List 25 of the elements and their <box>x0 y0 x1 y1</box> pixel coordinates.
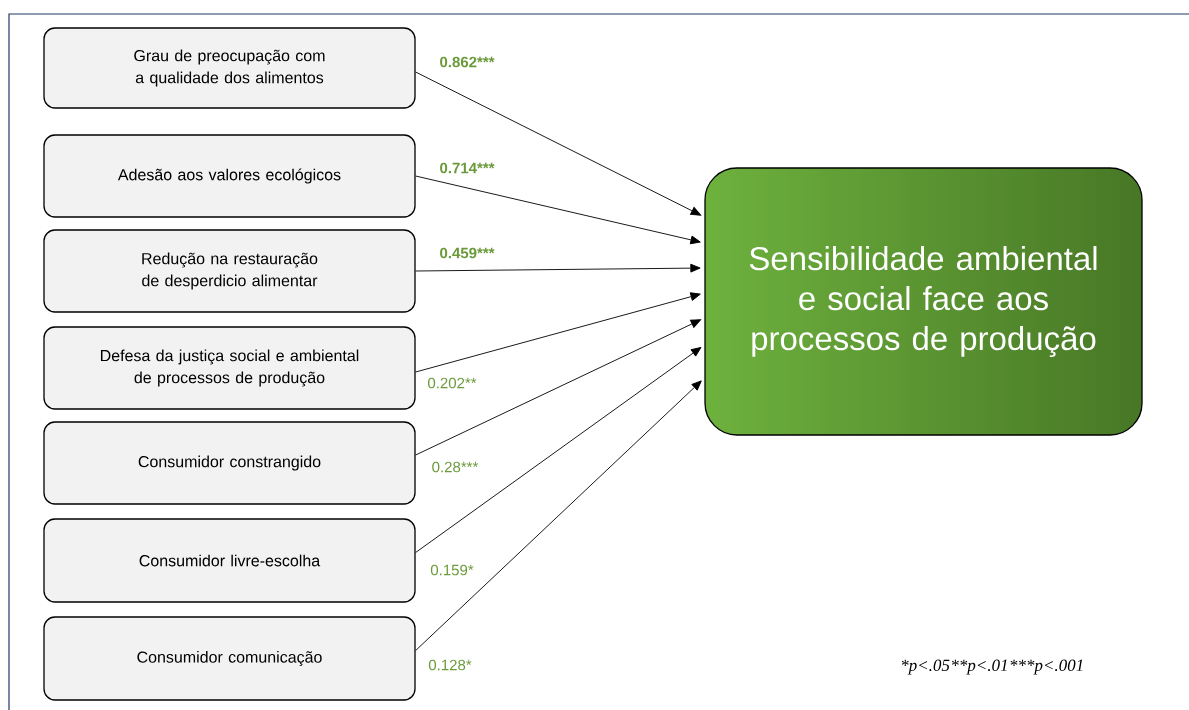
arrow <box>415 263 701 273</box>
edge-label: 0.459*** <box>438 246 496 260</box>
arrow <box>415 319 702 456</box>
edge-label: 0.128* <box>427 658 473 672</box>
factor-box: Adesão aos valores ecológicos <box>43 134 416 218</box>
outcome-box: Sensibilidade ambiental e social face aos processos de produção <box>704 167 1143 436</box>
factor-box: Grau de preocupação com a qualidade dos alimentos <box>43 27 416 109</box>
edge-label: 0.202** <box>426 376 478 390</box>
arrow <box>415 175 701 245</box>
factor-box: Redução na restauração de desperdicio alimentar <box>43 229 416 313</box>
edge-label: 0.714*** <box>438 161 496 175</box>
arrow <box>415 292 701 373</box>
factor-box: Consumidor livre-escolha <box>43 518 416 603</box>
significance-note: **p<.01 <box>951 659 1007 675</box>
significance-note: *p<.05 <box>901 659 950 675</box>
factor-box: Consumidor constrangido <box>43 421 416 505</box>
significance-note: ***p<.001 <box>1010 659 1083 675</box>
arrow <box>415 347 702 553</box>
factor-box: Consumidor comunicação <box>43 616 416 701</box>
arrow <box>415 380 702 651</box>
factor-box: Defesa da justiça social e ambiental de processos de produção <box>43 326 416 410</box>
edge-label: 0.28*** <box>430 460 480 474</box>
edge-label: 0.862*** <box>438 55 496 69</box>
edge-label: 0.159* <box>429 563 475 577</box>
arrow <box>415 71 702 216</box>
